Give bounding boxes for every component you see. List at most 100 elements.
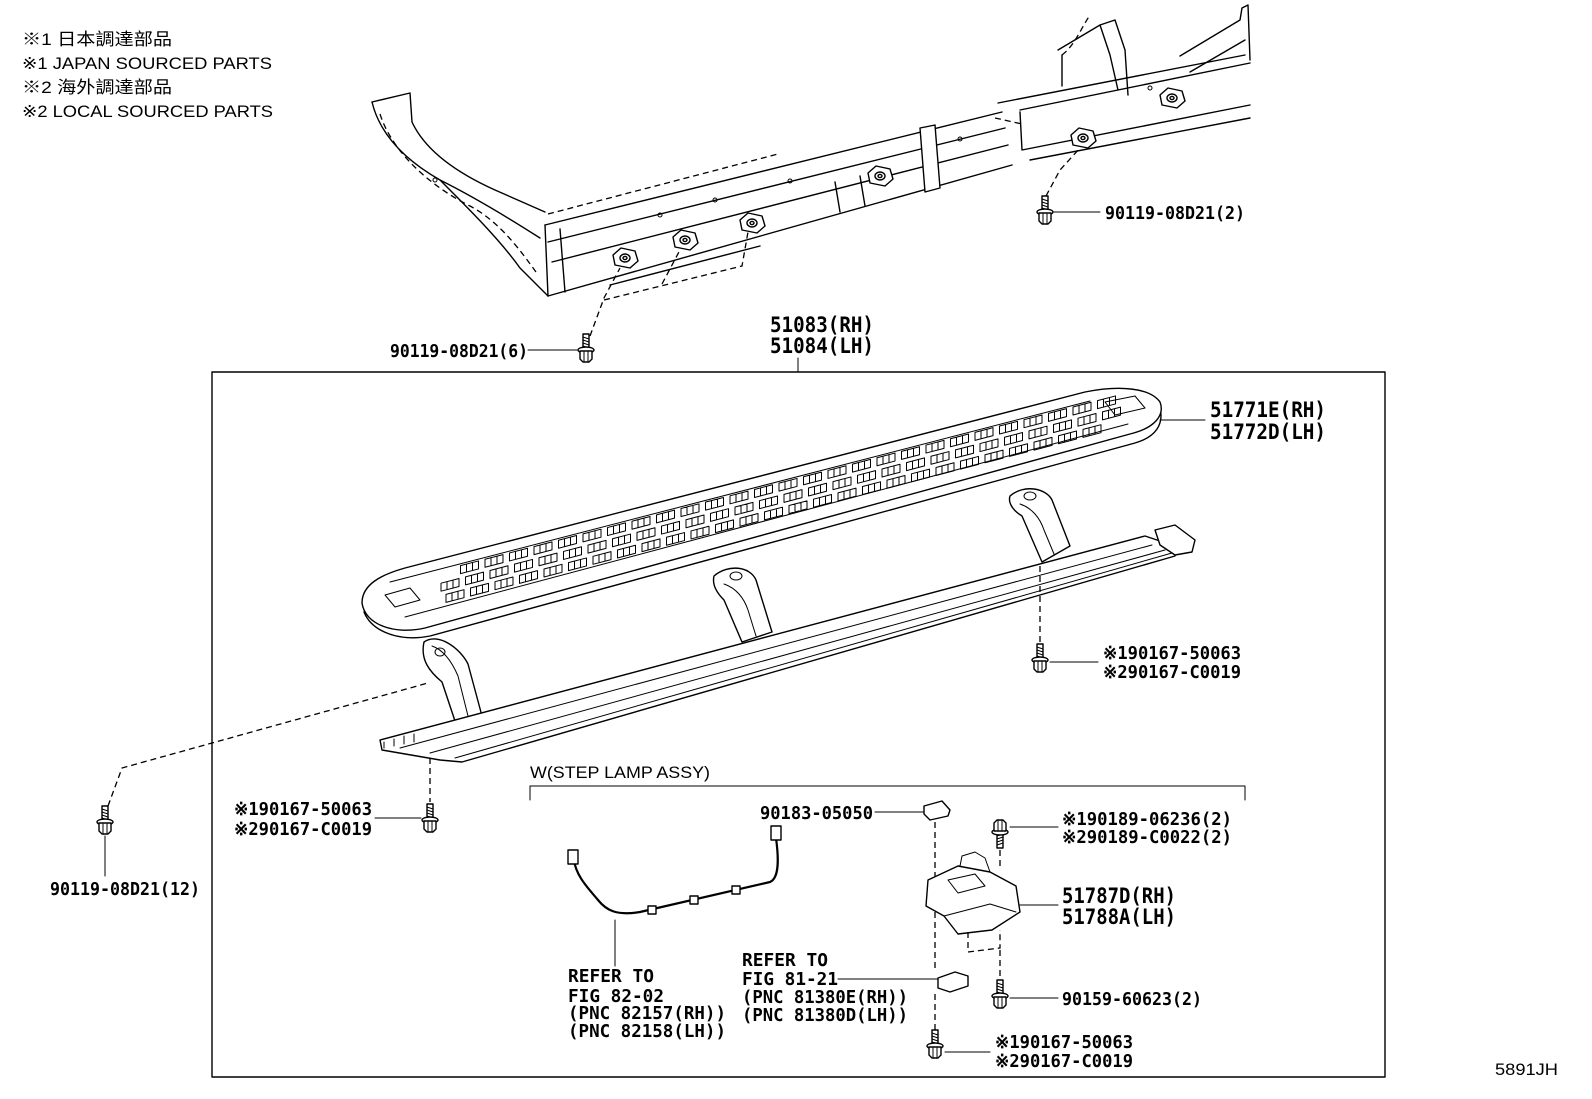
frame-hole	[957, 136, 963, 142]
board-slot	[715, 519, 734, 534]
step-lamp-section: W(STEP LAMP ASSY) REFER TO FIG 82-02 (PN…	[529, 763, 1246, 1072]
rocker-line-2	[551, 144, 1009, 263]
board-slot	[783, 489, 803, 503]
legend: ※1 日本調達部品 ※1 JAPAN SOURCED PARTS ※2 海外調達…	[22, 30, 273, 121]
callout-51771e-rh: 51771E(RH)	[1210, 398, 1326, 422]
wire-ref-line-2: FIG 82-02	[568, 986, 664, 1007]
upper-left-bolt-dashed-path	[589, 231, 749, 337]
wire-ref-line-4: (PNC 82158(LH))	[568, 1021, 726, 1042]
bolt-90119-12-icon	[96, 805, 114, 835]
weld-nut-1	[612, 247, 639, 269]
board-slot	[568, 557, 587, 572]
board-side-edge	[363, 407, 1162, 639]
board-slot	[862, 481, 881, 496]
board-slot	[734, 501, 754, 516]
weld-nut-3	[739, 212, 766, 234]
board-slot	[612, 533, 631, 548]
rocker-end-face	[544, 224, 566, 297]
board-slot	[690, 525, 710, 540]
outer-bolt-group: 90119-08D21(12)	[50, 682, 429, 900]
callout-51084-lh: 51084(LH)	[770, 334, 874, 358]
body-side-frame	[371, 4, 1251, 297]
clip-90183	[923, 800, 951, 821]
bolt-90167-left-icon	[421, 803, 439, 833]
rocker-upper-hidden-line	[547, 153, 779, 215]
right-bracket-hole	[1023, 491, 1037, 501]
weld-nut-4	[867, 165, 894, 187]
board-slot	[489, 565, 509, 579]
board-slot	[881, 463, 901, 478]
board-slot	[886, 474, 906, 489]
rear-rocker-hidden-line	[994, 117, 1023, 125]
lamp-ref-line-1: REFER TO	[742, 950, 828, 971]
weld-nut-6	[1159, 87, 1186, 109]
legend-local-sourced-jp: ※2 海外調達部品	[22, 78, 172, 97]
nut-90189-icon	[991, 819, 1009, 849]
right-bracket-rib	[1019, 503, 1055, 555]
lamp-connector	[937, 971, 969, 993]
board-slot	[460, 560, 479, 575]
board-slot	[1009, 443, 1028, 457]
rail-line-1	[399, 544, 1153, 749]
assembly-frame-box	[211, 371, 1386, 1078]
board-slot	[587, 539, 607, 554]
callout-90119-2: 90119-08D21(2)	[1105, 203, 1245, 224]
callout-90167-c0019-bottom: ※290167-C0019	[995, 1051, 1133, 1072]
wire-ref-line-3: (PNC 82157(RH))	[568, 1003, 726, 1024]
board-slot	[1072, 401, 1092, 416]
board-slot	[1033, 436, 1053, 451]
board-slot	[661, 520, 680, 535]
board-slot	[563, 546, 582, 560]
wire-clip	[647, 905, 657, 915]
rail-end-tabs	[383, 733, 415, 749]
wire-clip	[731, 885, 741, 895]
wire-connector-left	[567, 849, 579, 865]
middle-support-bracket	[712, 567, 773, 643]
board-slot	[1053, 419, 1072, 434]
board-slot	[1077, 412, 1097, 427]
board-slot	[656, 509, 675, 524]
rocker-flange	[609, 245, 761, 286]
rail-line-2	[429, 549, 1166, 754]
board-slot	[582, 528, 602, 543]
outer-bolt-dashed-path	[107, 682, 429, 807]
board-slot	[788, 500, 808, 515]
board-slots	[440, 395, 1121, 603]
board-slot	[960, 455, 979, 470]
board-slot	[680, 503, 700, 518]
legend-japan-sourced-en: ※1 JAPAN SOURCED PARTS	[22, 54, 272, 73]
bolt-90119-right-icon	[1036, 195, 1054, 225]
board-slot	[1048, 408, 1067, 422]
callout-90167-50063-right: ※190167-50063	[1103, 643, 1241, 664]
board-inner-rim-top	[389, 400, 1091, 583]
right-rail-bolt-group: ※190167-50063 ※290167-C0019	[1031, 566, 1241, 683]
drawing-id: 5891JH	[1495, 1060, 1558, 1079]
board-slot	[1028, 425, 1048, 440]
board-slot	[979, 438, 999, 453]
frame-hole	[657, 212, 663, 218]
center-pillar-post	[919, 124, 941, 193]
board-slot	[631, 516, 651, 530]
board-slot	[827, 465, 847, 479]
rocker-stiffener	[834, 175, 866, 213]
board-slot	[1058, 430, 1077, 445]
board-slot	[778, 477, 798, 492]
lamp-bracket-tab	[959, 851, 991, 873]
bolt-90167-right-icon	[1031, 643, 1049, 673]
rear-rocker-top	[997, 54, 1251, 111]
board-slot	[666, 532, 685, 546]
step-lamp-bracket-line	[529, 785, 1246, 801]
front-pillar-inner	[371, 101, 541, 239]
board-slot	[999, 420, 1018, 435]
board-slot	[465, 571, 484, 586]
weld-nut-2	[672, 229, 699, 251]
board-slot	[764, 506, 783, 521]
board-slot	[1102, 406, 1121, 421]
bolt-90119-left-icon	[577, 333, 595, 363]
board-slot	[484, 554, 504, 568]
board-end-cap-left	[384, 587, 421, 608]
lamp-bracket-fold	[943, 903, 1017, 917]
board-slot	[470, 582, 489, 597]
callout-90167-50063-left: ※190167-50063	[234, 799, 372, 820]
